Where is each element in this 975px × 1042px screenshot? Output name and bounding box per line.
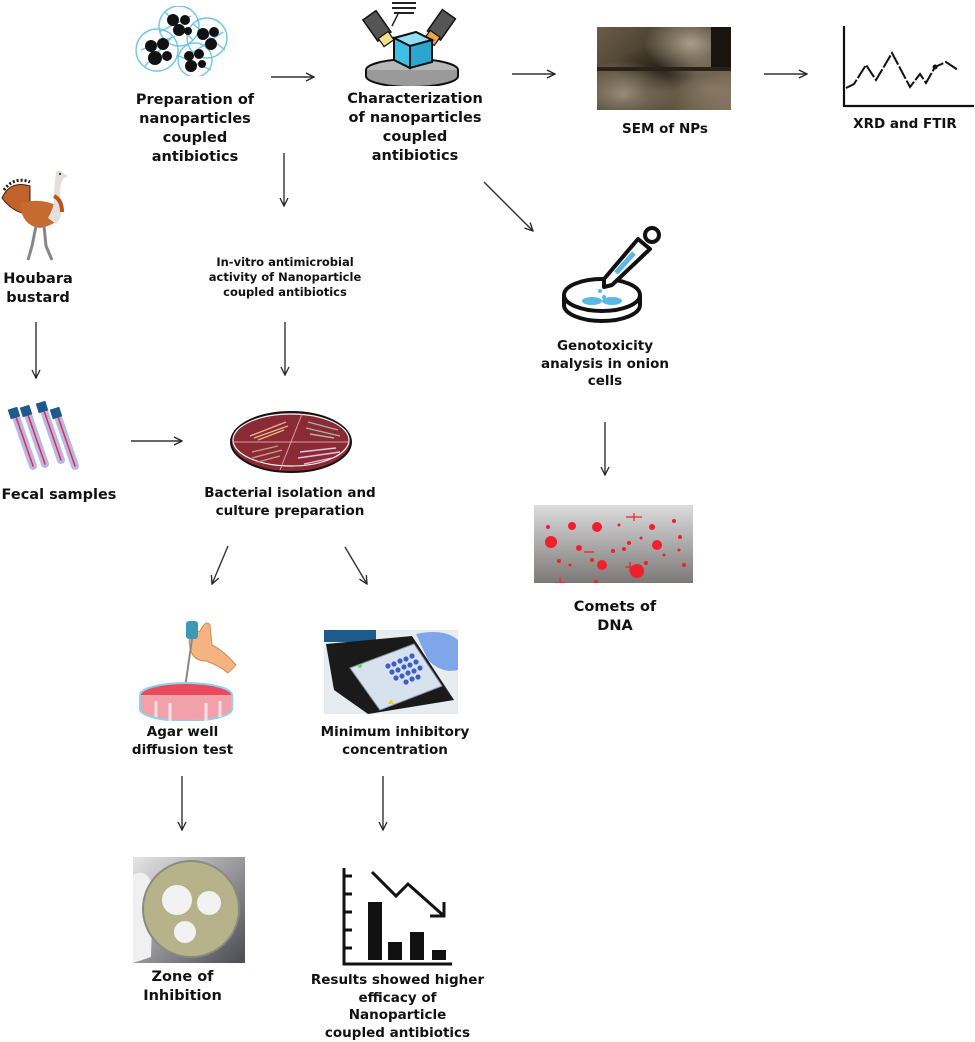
xrd-label: XRD and FTIR xyxy=(853,116,957,132)
declining-bar-chart-icon xyxy=(342,868,452,966)
comet-assay-image xyxy=(534,505,693,583)
sem-label: SEM of NPs xyxy=(622,121,708,137)
arrow-bact-to-mic xyxy=(344,546,367,584)
houbara-label: Houbara bustard xyxy=(3,271,73,306)
arrow-char-to-geno xyxy=(483,181,533,231)
streak-plate-icon xyxy=(230,411,352,473)
inhibition-zone-plate-photo xyxy=(133,857,245,963)
characterization-label: Characterization of nanoparticles couple… xyxy=(347,91,483,164)
microscope-stage-cube-icon xyxy=(361,2,459,86)
arrow-bact-to-agar xyxy=(212,545,229,584)
pipette-agar-plate-icon xyxy=(139,621,237,721)
dropper-petri-dish-icon xyxy=(562,226,661,323)
bacterial-isolation-label: Bacterial isolation and culture preparat… xyxy=(204,485,376,519)
comets-label: Comets of DNA xyxy=(573,599,657,634)
agar-well-label: Agar well diffusion test xyxy=(131,724,234,758)
invitro-label: In-vitro antimicrobial activity of Nanop… xyxy=(208,255,362,299)
results-label: Results showed higher efficacy of Nanopa… xyxy=(310,972,485,1041)
zone-of-inhibition-label: Zone of Inhibition xyxy=(143,969,222,1004)
mic-label: Minimum inhibitory concentration xyxy=(320,724,470,758)
sem-micrograph-image xyxy=(597,27,731,110)
fecal-samples-label: Fecal samples xyxy=(1,487,117,503)
genotoxicity-label: Genotoxicity analysis in onion cells xyxy=(541,338,669,390)
sample-tubes-icon xyxy=(7,400,79,470)
nanoparticle-cluster-icon xyxy=(135,6,228,76)
preparation-label: Preparation of nanoparticles coupled ant… xyxy=(135,92,255,165)
line-graph-icon xyxy=(842,26,974,108)
microplate-photo xyxy=(324,630,458,714)
bustard-bird-icon xyxy=(1,170,68,261)
